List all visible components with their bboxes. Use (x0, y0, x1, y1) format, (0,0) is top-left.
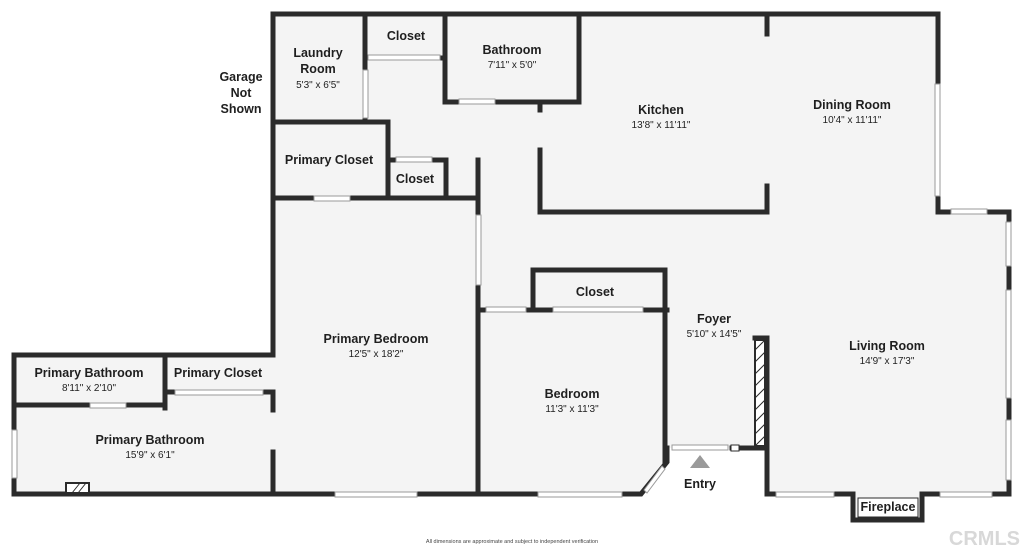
primary-closet-top-name: Primary Closet (285, 153, 374, 167)
dining-name: Dining Room (813, 98, 891, 112)
primary-bedroom-dims: 12'5" x 18'2" (349, 349, 404, 360)
entry-arrow-icon (690, 455, 710, 468)
foyer-dims: 5'10" x 14'5" (687, 329, 742, 340)
laundry-name-1: Laundry (293, 46, 342, 60)
foyer-name: Foyer (697, 312, 731, 326)
garage-label-3: Shown (221, 102, 262, 116)
disclaimer: All dimensions are approximate and subje… (426, 539, 598, 545)
bedroom-name: Bedroom (545, 387, 600, 401)
kitchen-dims: 13'8" x 11'11" (632, 120, 691, 131)
windows (11, 54, 1012, 498)
primary-bath-small-name: Primary Bathroom (34, 366, 143, 380)
primary-closet-left-name: Primary Closet (174, 366, 263, 380)
fireplace-icon (857, 497, 919, 518)
garage-label-1: Garage (219, 70, 262, 84)
entry-label: Entry (684, 477, 716, 491)
laundry-dims: 5'3" x 6'5" (296, 80, 340, 91)
entry-door-icon (730, 444, 740, 452)
dining-dims: 10'4" x 11'11" (823, 115, 882, 126)
primary-bedroom-name: Primary Bedroom (324, 332, 429, 346)
watermark: CRMLS (949, 528, 1020, 548)
living-dims: 14'9" x 17'3" (860, 356, 915, 367)
primary-bath-small-dims: 8'11" x 2'10" (62, 383, 117, 394)
bathroom-dims: 7'11" x 5'0" (488, 60, 537, 71)
bedroom-dims: 11'3" x 11'3" (545, 404, 599, 415)
bathroom-name: Bathroom (482, 43, 541, 57)
hatch-icon-bath (65, 482, 90, 494)
living-name: Living Room (849, 339, 925, 353)
primary-bath-large-dims: 15'9" x 6'1" (125, 450, 175, 461)
closet-small-name: Closet (396, 172, 435, 186)
fireplace-label: Fireplace (861, 500, 916, 514)
kitchen-name: Kitchen (638, 103, 684, 117)
laundry-name-2: Room (300, 62, 335, 76)
closet-top-name: Closet (387, 29, 426, 43)
primary-bath-large-name: Primary Bathroom (95, 433, 204, 447)
hatch-icon (754, 339, 766, 447)
closet-mid-name: Closet (576, 285, 615, 299)
garage-label-2: Not (231, 86, 253, 100)
